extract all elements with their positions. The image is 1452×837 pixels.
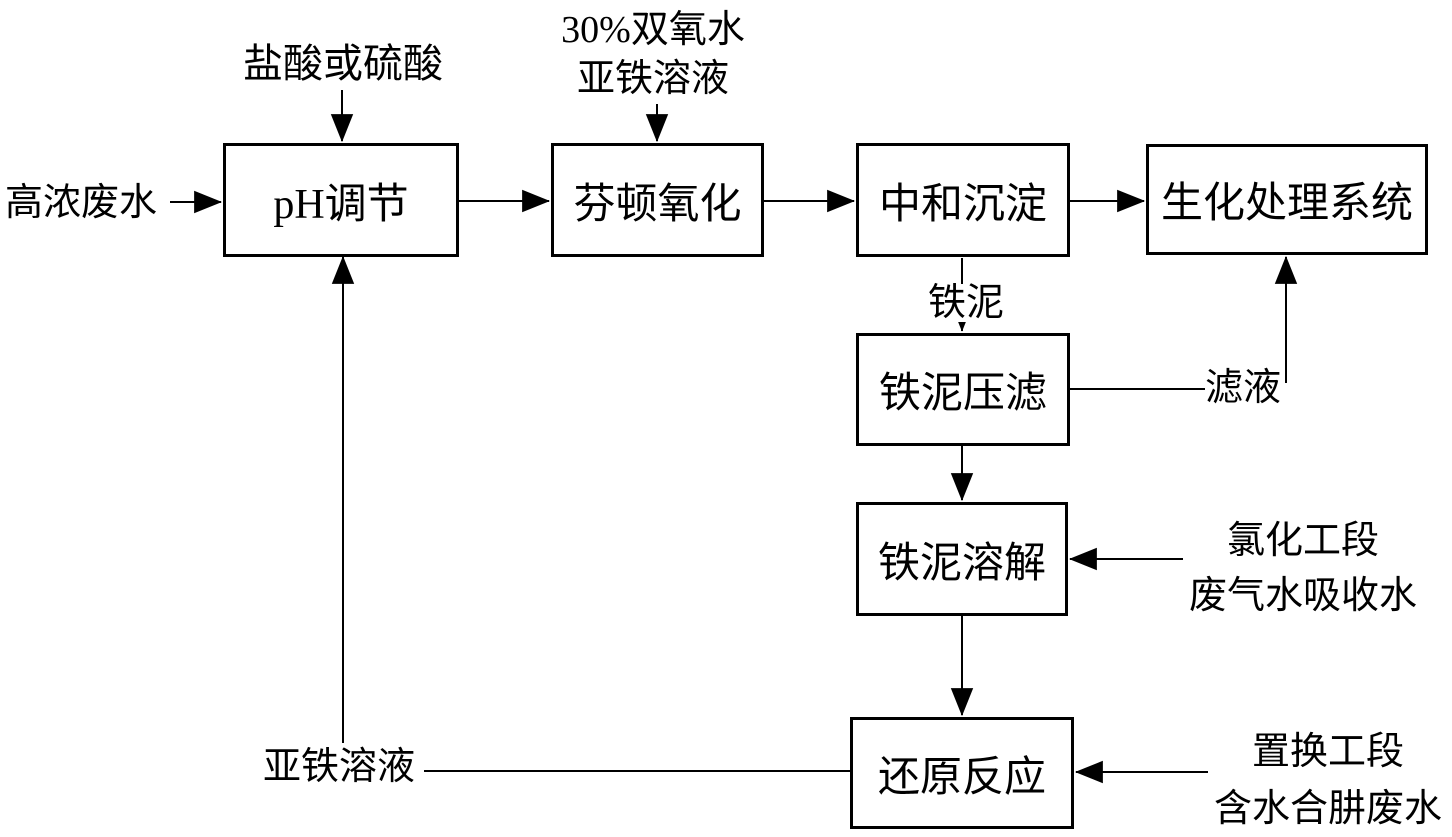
process-box-reduction-reaction: 还原反应 — [850, 717, 1074, 829]
box-label: pH调节 — [273, 181, 409, 228]
label-chlorination-line2: 废气水吸收水 — [1188, 575, 1417, 617]
label-oxidant-line2: 亚铁溶液 — [576, 58, 729, 100]
label-acid-feed: 盐酸或硫酸 — [243, 41, 443, 86]
label-replacement-feed: 置换工段 含水合肼废水 — [1208, 724, 1448, 837]
box-label: 生化处理系统 — [1160, 181, 1413, 227]
process-box-biochemical-treatment-system: 生化处理系统 — [1146, 144, 1428, 255]
box-label: 中和沉淀 — [878, 181, 1047, 228]
label-ferrous-recycle: 亚铁溶液 — [263, 746, 416, 788]
process-box-fenton-oxidation: 芬顿氧化 — [551, 143, 764, 257]
label-oxidant-line1: 30%双氧水 — [561, 9, 745, 51]
label-chlorination-line1: 氯化工段 — [1226, 520, 1379, 562]
label-chlorination-feed: 氯化工段 废气水吸收水 — [1183, 514, 1423, 624]
label-iron-sludge: 铁泥 — [928, 282, 1005, 324]
label-replacement-line2: 含水合肼废水 — [1213, 788, 1442, 830]
box-label: 铁泥压滤 — [878, 371, 1047, 417]
process-box-iron-sludge-filter-press: 铁泥压滤 — [856, 333, 1070, 446]
process-box-neutralization-precipitation: 中和沉淀 — [856, 143, 1070, 257]
box-label: 还原反应 — [877, 754, 1046, 801]
box-label: 芬顿氧化 — [573, 181, 742, 228]
label-oxidant-feed: 30%双氧水 亚铁溶液 — [540, 6, 766, 104]
process-box-iron-sludge-dissolution: 铁泥溶解 — [856, 502, 1068, 616]
label-filtrate: 滤液 — [1205, 367, 1282, 409]
label-replacement-line1: 置换工段 — [1251, 731, 1404, 773]
process-box-ph-adjust: pH调节 — [223, 143, 459, 257]
box-label: 铁泥溶解 — [877, 540, 1046, 587]
label-influent: 高浓废水 — [5, 182, 158, 224]
